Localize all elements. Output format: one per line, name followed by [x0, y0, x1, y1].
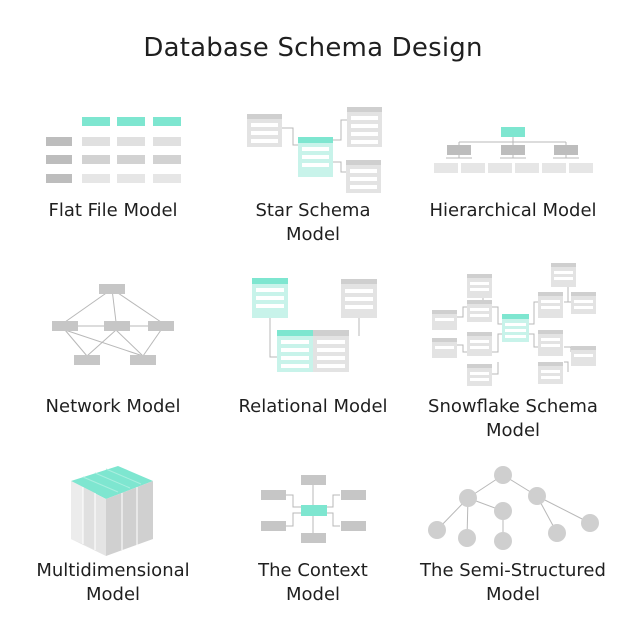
relational-icon: [252, 278, 377, 372]
model-label: Flat File Model: [48, 200, 178, 221]
tree-icon: [428, 466, 599, 550]
model-label: Hierarchical Model: [429, 200, 597, 221]
network-icon: [52, 284, 174, 365]
model-relational: Relational Model: [213, 262, 413, 417]
context-icon: [261, 475, 366, 543]
model-flat-file: Flat File Model: [13, 100, 213, 250]
page-title: Database Schema Design: [143, 33, 483, 63]
snowflake-icon: [432, 263, 596, 386]
model-label: Network Model: [45, 396, 181, 417]
flat-file-icon: [46, 117, 181, 183]
model-label: Relational Model: [238, 396, 388, 417]
model-network: Network Model: [13, 262, 213, 417]
cube-icon: [71, 466, 153, 556]
hierarchical-icon: [434, 127, 593, 173]
model-hierarchical: Hierarchical Model: [413, 100, 613, 250]
star-schema-icon: [247, 107, 382, 193]
